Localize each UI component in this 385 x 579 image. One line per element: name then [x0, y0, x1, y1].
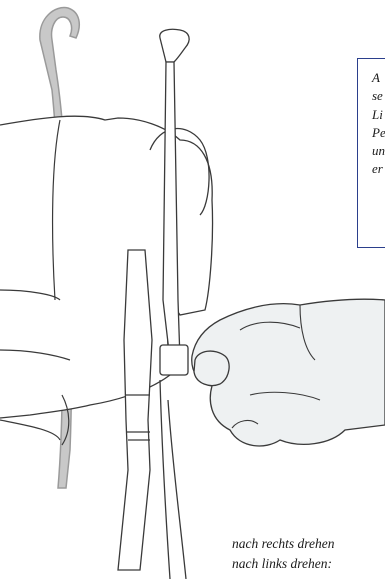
callout-line-3: Li: [372, 108, 383, 121]
caption-turn-right: nach rechts drehen: [232, 536, 334, 552]
callout-line-5: un: [372, 144, 385, 157]
caption-turn-left: nach links drehen:: [232, 556, 332, 572]
callout-line-6: er: [372, 162, 383, 175]
callout-line-2: se: [372, 89, 383, 102]
turning-thumb: [194, 351, 229, 385]
info-callout-box: A se Li Pe un er: [357, 58, 385, 248]
callout-line-4: Pe: [372, 126, 385, 139]
rotation-collar: [160, 345, 188, 375]
instrument-cable: [168, 400, 186, 579]
callout-line-1: A: [372, 71, 380, 84]
instrument-tip: [160, 29, 189, 62]
